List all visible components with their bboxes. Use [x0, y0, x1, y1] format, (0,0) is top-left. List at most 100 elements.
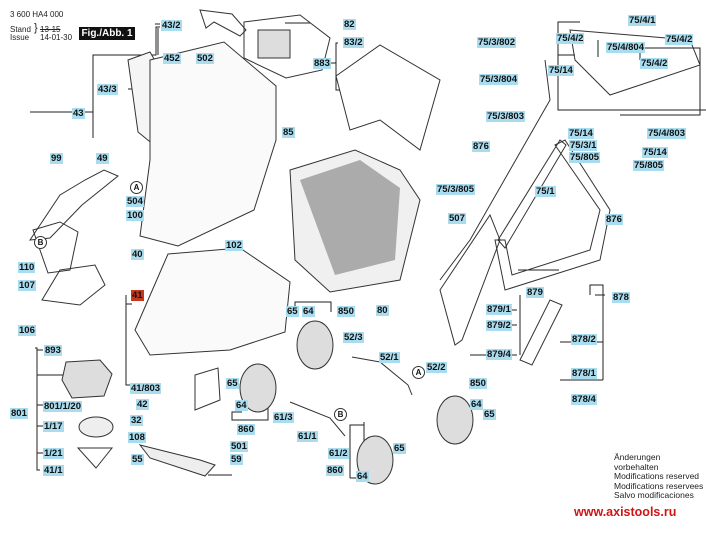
part-label[interactable]: 61/2 [328, 448, 349, 459]
part-label[interactable]: 65 [286, 306, 299, 317]
part-label[interactable]: 893 [44, 345, 62, 356]
cable-part [439, 59, 551, 281]
part-label[interactable]: 32 [130, 415, 143, 426]
part-label[interactable]: 1/21 [43, 448, 64, 459]
part-label[interactable]: 52/1 [379, 352, 400, 363]
part-label[interactable]: 75/1 [535, 186, 556, 197]
part-label[interactable]: 65 [393, 443, 406, 454]
motor-part [61, 359, 113, 399]
part-label[interactable]: 64 [302, 306, 315, 317]
part-label[interactable]: 75/3/803 [486, 111, 525, 122]
part-label[interactable]: 65 [483, 409, 496, 420]
part-label[interactable]: 42 [136, 399, 149, 410]
part-label[interactable]: 75/14 [568, 128, 594, 139]
part-label[interactable]: 102 [225, 240, 243, 251]
part-label[interactable]: 82 [343, 19, 356, 30]
belt-part [76, 447, 114, 469]
flap-part [32, 221, 79, 274]
grass-box-mesh [300, 160, 400, 275]
part-label[interactable]: 75/3/1 [569, 140, 598, 151]
part-label[interactable]: 75/3/805 [436, 184, 475, 195]
part-label[interactable]: 876 [605, 214, 623, 225]
part-label[interactable]: 64 [356, 471, 369, 482]
part-label[interactable]: 75/4/2 [665, 34, 694, 45]
part-label[interactable]: 75/805 [569, 152, 601, 163]
part-label[interactable]: 43/3 [97, 84, 118, 95]
figure-label: Fig./Abb. 1 [79, 27, 135, 40]
part-label[interactable]: 52/3 [343, 332, 364, 343]
part-label[interactable]: 878/1 [571, 368, 597, 379]
part-label[interactable]: 99 [50, 153, 63, 164]
axle-part [289, 401, 346, 437]
issue-value: 14-01-30 [40, 33, 73, 42]
part-label[interactable]: 40 [131, 249, 144, 260]
part-label[interactable]: 64 [470, 399, 483, 410]
part-label[interactable]: 75/3/804 [479, 74, 518, 85]
part-label-highlighted[interactable]: 41 [131, 290, 144, 301]
part-label[interactable]: 100 [126, 210, 144, 221]
part-label[interactable]: 878/2 [571, 334, 597, 345]
part-label[interactable]: 41/1 [43, 465, 64, 476]
part-label[interactable]: 75/4/2 [556, 33, 585, 44]
part-label[interactable]: 883 [313, 58, 331, 69]
main-housing-part [139, 41, 277, 247]
part-label[interactable]: 879/4 [486, 349, 512, 360]
reference-marker-a: A [130, 181, 143, 194]
part-label[interactable]: 83/2 [343, 37, 364, 48]
part-label[interactable]: 108 [128, 432, 146, 443]
part-label[interactable]: 452 [163, 53, 181, 64]
part-label[interactable]: 879/2 [486, 320, 512, 331]
part-label[interactable]: 1/17 [43, 421, 64, 432]
stand-value: 13-15 [40, 25, 61, 34]
part-label[interactable]: 860 [326, 465, 344, 476]
part-label[interactable]: 49 [96, 153, 109, 164]
part-label[interactable]: 64 [235, 400, 248, 411]
part-label[interactable]: 75/4/804 [606, 42, 645, 53]
issue-label: Issue [10, 33, 30, 42]
part-label[interactable]: 61/3 [273, 412, 294, 423]
reference-marker-b: B [34, 236, 47, 249]
part-label[interactable]: 75/4/803 [647, 128, 686, 139]
part-label[interactable]: 85 [282, 127, 295, 138]
lower-handle-part [439, 213, 501, 346]
part-label[interactable]: 507 [448, 213, 466, 224]
part-label[interactable]: 850 [469, 378, 487, 389]
part-label[interactable]: 801/1/20 [43, 401, 82, 412]
part-label[interactable]: 65 [226, 378, 239, 389]
part-label[interactable]: 75/805 [633, 160, 665, 171]
part-label[interactable]: 879/1 [486, 304, 512, 315]
part-label[interactable]: 55 [131, 454, 144, 465]
rear-flap-part [41, 264, 106, 306]
part-label[interactable]: 75/4/1 [628, 15, 657, 26]
part-label[interactable]: 43 [72, 108, 85, 119]
wheel-part [296, 320, 334, 370]
part-label[interactable]: 41/803 [130, 383, 162, 394]
part-label[interactable]: 876 [472, 141, 490, 152]
part-label[interactable]: 106 [18, 325, 36, 336]
part-label[interactable]: 801 [10, 408, 28, 419]
part-label[interactable]: 80 [376, 305, 389, 316]
part-label[interactable]: 107 [18, 280, 36, 291]
part-label[interactable]: 75/3/802 [477, 37, 516, 48]
part-label[interactable]: 502 [196, 53, 214, 64]
keypad-part [257, 29, 291, 59]
part-label[interactable]: 850 [337, 306, 355, 317]
upper-handle-part [497, 139, 567, 249]
part-label[interactable]: 501 [230, 441, 248, 452]
top-cover-part [243, 14, 331, 79]
part-label[interactable]: 504 [126, 196, 144, 207]
part-label[interactable]: 75/4/2 [640, 58, 669, 69]
website-link[interactable]: www.axistools.ru [574, 505, 677, 519]
part-label[interactable]: 43/2 [161, 20, 182, 31]
part-label[interactable]: 52/2 [426, 362, 447, 373]
part-label[interactable]: 860 [237, 424, 255, 435]
part-label[interactable]: 59 [230, 454, 243, 465]
part-label[interactable]: 61/1 [297, 431, 318, 442]
part-label[interactable]: 75/14 [642, 147, 668, 158]
part-label[interactable]: 879 [526, 287, 544, 298]
part-label[interactable]: 110 [18, 262, 36, 273]
part-label[interactable]: 878 [612, 292, 630, 303]
part-label[interactable]: 75/14 [548, 65, 574, 76]
part-label[interactable]: 878/4 [571, 394, 597, 405]
